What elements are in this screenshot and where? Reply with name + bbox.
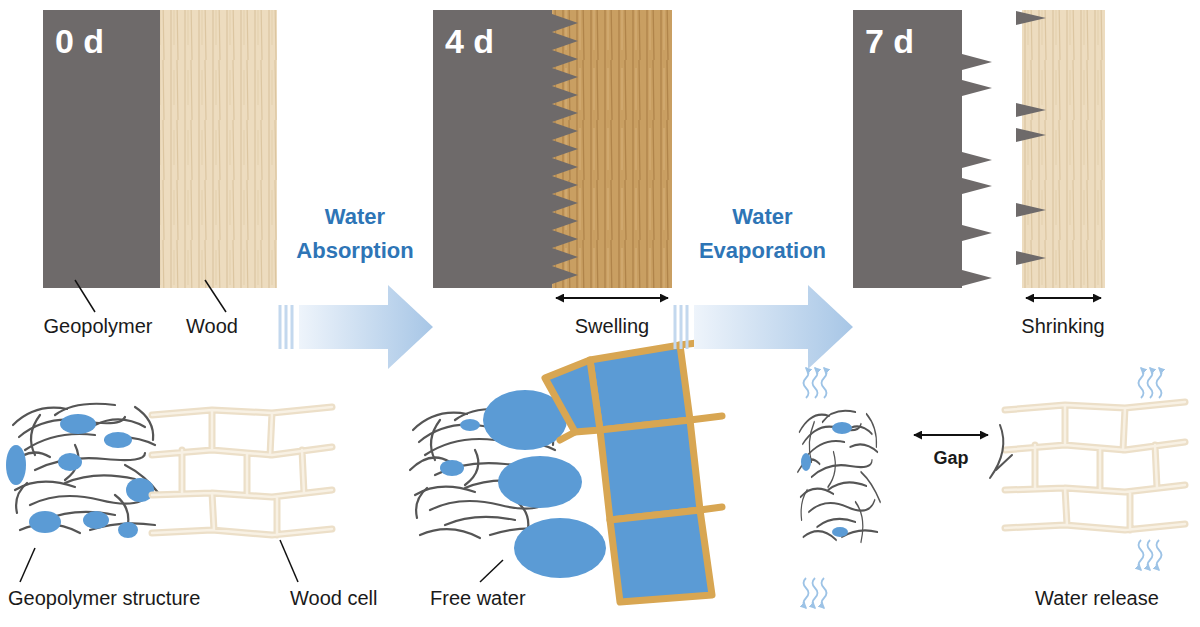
wood-cells — [152, 407, 332, 535]
arrow-label: Water Evaporation — [688, 200, 838, 268]
vapour-arrows — [804, 368, 827, 398]
attached-teeth — [1016, 11, 1046, 265]
swollen-wood-cells — [545, 345, 712, 602]
water-blob — [104, 432, 132, 448]
wood-cells — [1005, 402, 1185, 530]
part-label: Swelling — [552, 314, 672, 338]
process-arrow-group — [674, 285, 854, 369]
leader-line — [75, 280, 95, 312]
tooth — [962, 54, 992, 70]
dimension-arrow — [1026, 297, 1101, 299]
water-blob — [60, 414, 96, 434]
pore-water — [801, 422, 852, 537]
geopolymer-structure — [10, 404, 160, 535]
broken-teeth — [962, 54, 992, 286]
arrow-stripe — [674, 305, 677, 349]
water-blob — [118, 522, 138, 538]
part-label: Wood — [172, 314, 252, 338]
part-label: Geopolymer structure — [8, 586, 258, 610]
tooth — [962, 80, 992, 96]
process-arrow-group — [279, 285, 434, 369]
tooth — [1016, 11, 1046, 25]
water-blob — [832, 527, 848, 537]
water-blob — [832, 422, 852, 434]
part-label: Geopolymer — [38, 314, 158, 338]
water-blob — [514, 518, 606, 578]
water-blob — [460, 419, 480, 431]
tooth — [1016, 103, 1046, 117]
water-blob — [498, 456, 582, 508]
tooth — [962, 152, 992, 168]
arrow-stripe — [686, 305, 689, 349]
tooth — [962, 178, 992, 194]
part-label: Shrinking — [1003, 314, 1123, 338]
stage-label: 4 d — [433, 10, 672, 60]
water-blob — [58, 453, 82, 471]
pore-water — [6, 414, 154, 538]
water-blob — [6, 445, 26, 485]
tooth — [1016, 203, 1046, 217]
arrow-stripe — [285, 305, 288, 349]
leader-line — [20, 548, 35, 582]
water-blob — [83, 511, 109, 529]
arrow-stripe — [291, 305, 294, 349]
wood-cell — [610, 510, 712, 602]
geopolymer-structure — [798, 411, 881, 542]
dimension-arrow — [556, 297, 668, 299]
leader-line — [205, 280, 226, 312]
arrow-stripe — [680, 305, 683, 349]
block-arrow — [299, 285, 433, 369]
wood-cell — [590, 345, 690, 430]
wood-block — [160, 10, 277, 288]
water-blob — [29, 511, 61, 533]
part-label: Wood cell — [290, 586, 420, 610]
wood-cell — [545, 360, 600, 432]
water-blob — [440, 460, 464, 476]
part-label: Water release — [1035, 586, 1195, 610]
part-label: Free water — [430, 586, 580, 610]
wood-cells — [1005, 402, 1185, 530]
vapour-arrows — [1139, 540, 1162, 570]
part-label: Gap — [916, 446, 986, 470]
broken-geopolymer — [990, 425, 1012, 478]
water-blob — [801, 453, 811, 471]
wood-cell — [600, 420, 700, 520]
stage-label: 0 d — [43, 10, 277, 60]
leader-line — [280, 540, 298, 582]
arrow-label: Water Absorption — [280, 200, 430, 268]
tooth — [1016, 128, 1046, 142]
block-arrow — [694, 285, 853, 369]
vapour-arrows — [1139, 368, 1162, 398]
water-blob — [126, 478, 154, 502]
tooth — [962, 225, 992, 241]
wood-cells — [152, 407, 332, 535]
stage-label: 7 d — [853, 10, 1105, 60]
leader-line — [480, 560, 503, 582]
tooth — [1016, 251, 1046, 265]
tooth — [962, 270, 992, 286]
vapour-arrows — [804, 578, 827, 608]
gap-arrow — [914, 434, 988, 436]
shrunk-wood-block — [1022, 10, 1105, 288]
cell-wall — [560, 340, 722, 510]
arrow-stripe — [279, 305, 282, 349]
